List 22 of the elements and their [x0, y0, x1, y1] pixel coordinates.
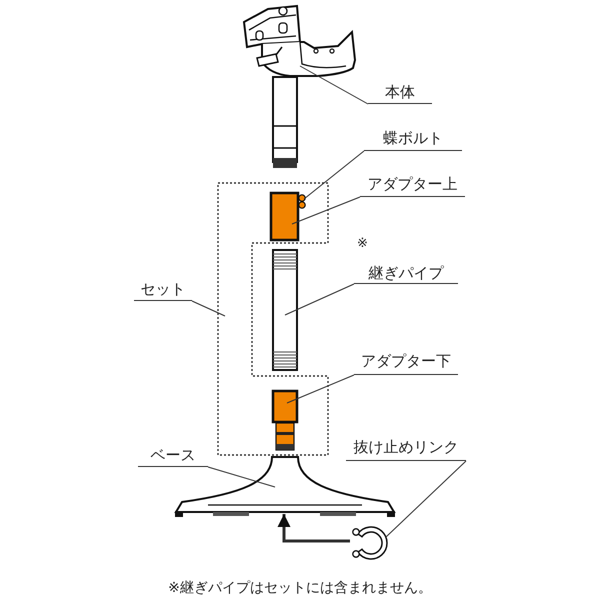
leader-line [386, 460, 466, 538]
leader-line [192, 300, 226, 316]
leader-line [300, 66, 368, 104]
part-label: アダプター上 [360, 173, 465, 197]
part-label: アダプター下 [354, 350, 458, 375]
arrow [278, 514, 350, 542]
leader-line [304, 150, 364, 200]
pipe-drawing [271, 248, 299, 372]
part-label: セット [134, 279, 192, 301]
note-mark: ※ [356, 236, 368, 251]
leader-line [286, 374, 354, 404]
part-label: ベース [138, 446, 208, 467]
caption: ※継ぎパイプはセットには含まれません。 [168, 579, 432, 597]
part-label: 本体 [368, 82, 432, 104]
leader-line [284, 284, 354, 316]
adapter-block [271, 389, 299, 452]
leader-line [292, 196, 360, 224]
part-label: 蝶ボルト [364, 128, 462, 151]
part-label: 継ぎパイプ [354, 263, 458, 284]
leader-line [208, 466, 276, 488]
adapter-block [269, 191, 300, 242]
part-label: 抜け止めリンク [346, 436, 466, 461]
